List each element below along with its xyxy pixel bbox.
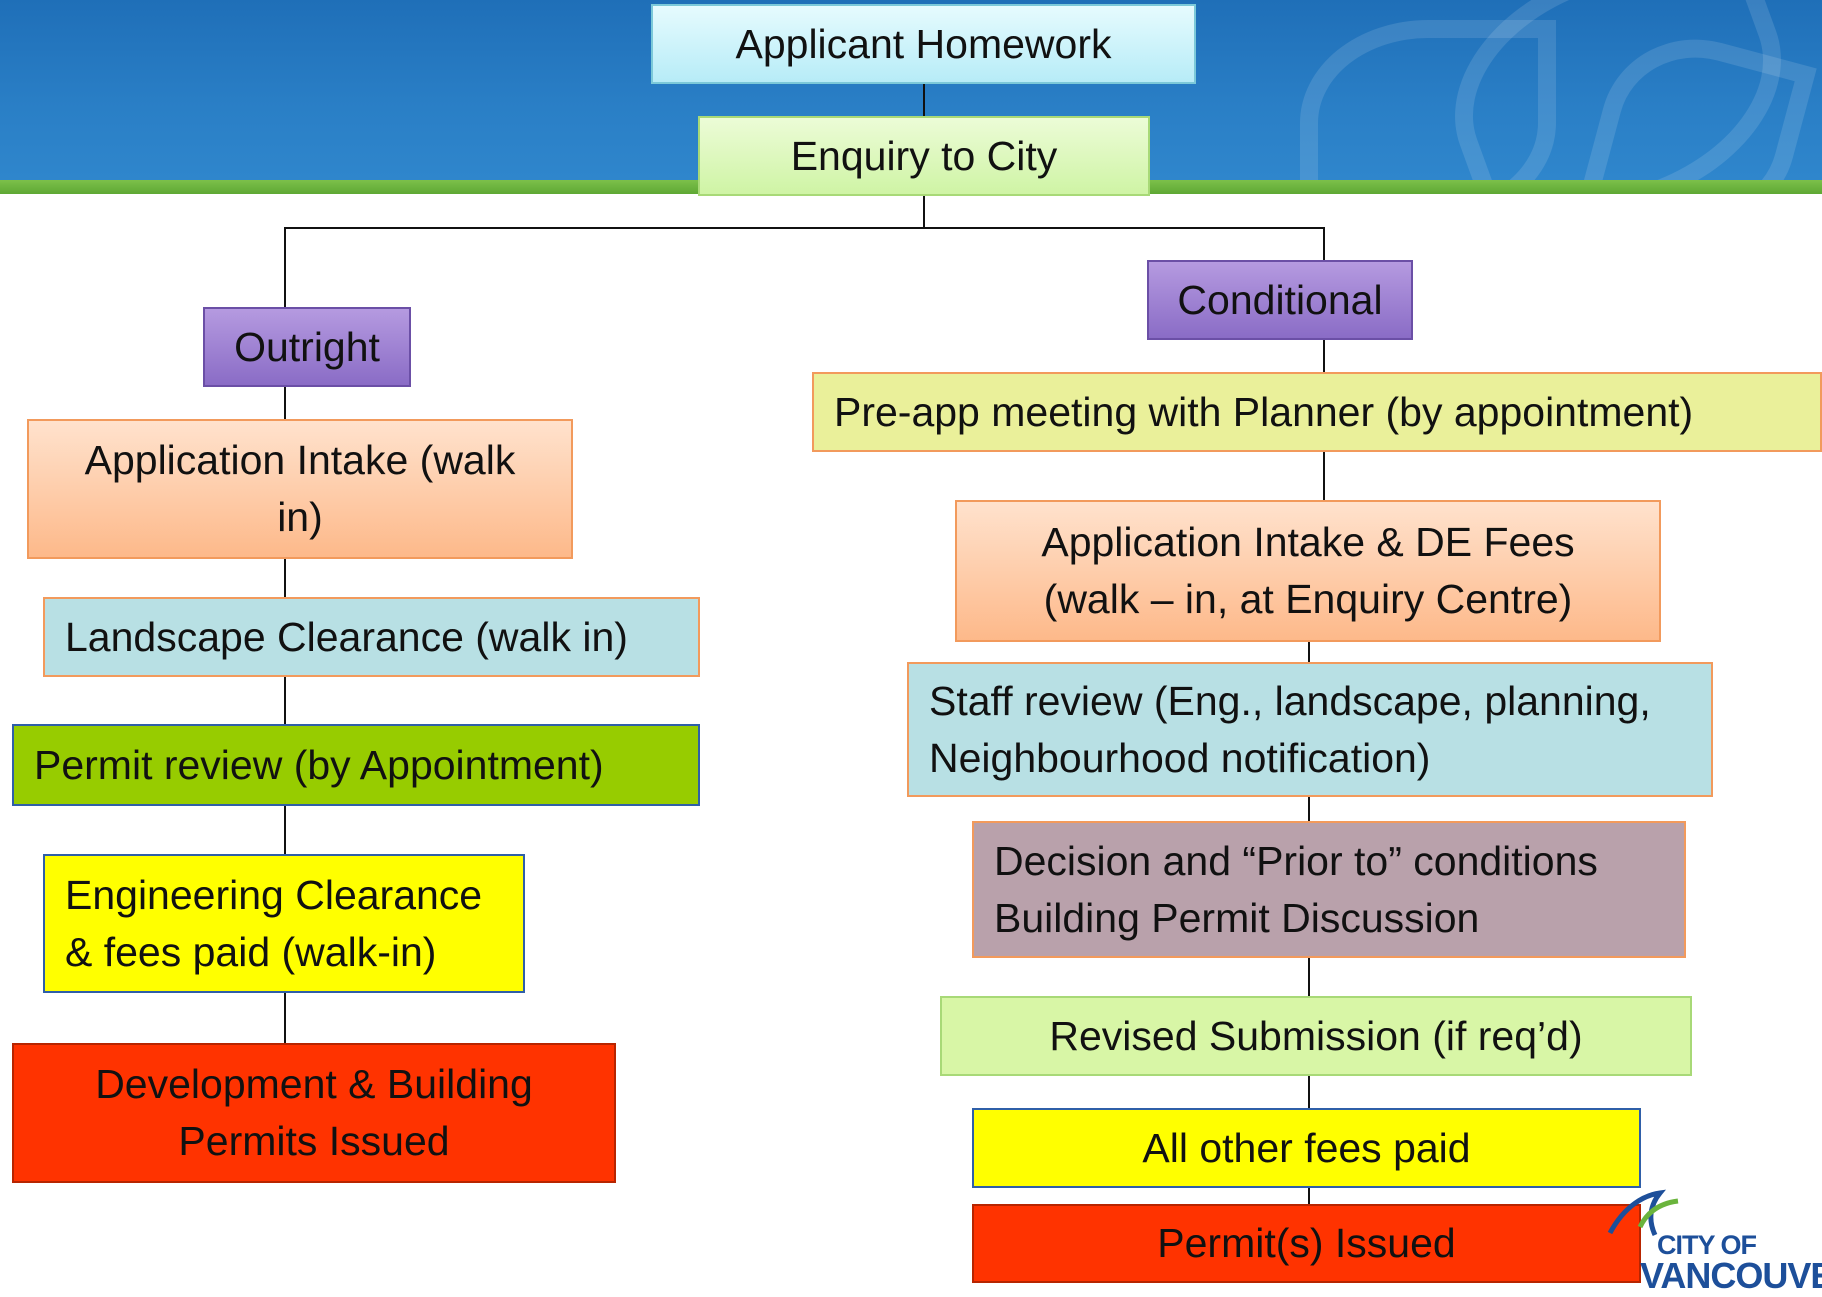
connector xyxy=(923,196,925,228)
preapp-meeting-node: Pre-app meeting with Planner (by appoint… xyxy=(812,372,1822,452)
node-label-line: Permits Issued xyxy=(178,1118,450,1164)
connector xyxy=(1308,1188,1310,1204)
decision-node: Decision and “Prior to” conditions Build… xyxy=(972,821,1686,958)
node-label: Enquiry to City xyxy=(790,132,1058,179)
node-label: Pre-app meeting with Planner (by appoint… xyxy=(834,388,1694,435)
engineering-clearance-node: Engineering Clearance & fees paid (walk-… xyxy=(43,854,525,993)
node-label: Application Intake & DE Fees (walk – in,… xyxy=(1041,514,1574,627)
other-fees-node: All other fees paid xyxy=(972,1108,1641,1188)
node-label: Permit(s) Issued xyxy=(1157,1220,1456,1267)
connector xyxy=(284,559,286,597)
application-intake-walk-in-node: Application Intake (walk in) xyxy=(27,419,573,559)
node-label-line: Neighbourhood notification) xyxy=(929,734,1431,781)
outright-node: Outright xyxy=(203,307,411,387)
connector xyxy=(923,82,925,116)
node-label: Staff review (Eng., landscape, planning,… xyxy=(929,673,1651,786)
node-label-line: Application Intake & DE Fees xyxy=(1041,519,1575,566)
applicant-homework-node: Applicant Homework xyxy=(651,4,1196,84)
landscape-clearance-node: Landscape Clearance (walk in) xyxy=(43,597,700,677)
node-label-line: (walk – in, at Enquiry Centre) xyxy=(1043,576,1573,622)
node-label: Application Intake (walk in) xyxy=(84,437,516,540)
logo-text: VANCOUVER xyxy=(1640,1255,1822,1296)
node-label: Outright xyxy=(234,323,380,370)
node-label: All other fees paid xyxy=(1142,1124,1471,1171)
connector xyxy=(1308,1076,1310,1108)
connector xyxy=(284,227,1324,229)
node-label-line: Staff review (Eng., landscape, planning, xyxy=(929,677,1651,724)
development-building-permits-node: Development & Building Permits Issued xyxy=(12,1043,616,1183)
connector xyxy=(1323,452,1325,500)
connector xyxy=(284,227,286,307)
logo-mark-icon xyxy=(1607,1189,1679,1237)
connector xyxy=(1308,797,1310,821)
node-label: Applicant Homework xyxy=(735,20,1112,67)
node-label: Decision and “Prior to” conditions Build… xyxy=(994,833,1598,946)
node-label-line: Building Permit Discussion xyxy=(994,894,1480,941)
connector xyxy=(284,677,286,724)
revised-submission-node: Revised Submission (if req’d) xyxy=(940,996,1692,1076)
node-label-line: Decision and “Prior to” conditions xyxy=(994,837,1598,884)
connector xyxy=(284,806,286,854)
logo-text: CITY OF xyxy=(1657,1230,1757,1260)
city-logo: CITY OF VANCOUVER xyxy=(1600,1180,1822,1296)
node-label: Engineering Clearance & fees paid (walk-… xyxy=(65,867,482,980)
node-label: Revised Submission (if req’d) xyxy=(1049,1012,1583,1059)
connector xyxy=(1308,642,1310,662)
node-label-line: & fees paid (walk-in) xyxy=(65,928,437,975)
node-label-line: Engineering Clearance xyxy=(65,871,483,918)
connector xyxy=(284,993,286,1043)
node-label: Permit review (by Appointment) xyxy=(34,741,604,788)
node-label-line: Development & Building xyxy=(95,1061,533,1108)
connector xyxy=(284,387,286,419)
connector xyxy=(1323,227,1325,260)
node-label: Landscape Clearance (walk in) xyxy=(65,613,628,660)
connector xyxy=(1323,340,1325,372)
permit-review-node: Permit review (by Appointment) xyxy=(12,724,700,806)
conditional-node: Conditional xyxy=(1147,260,1413,340)
node-label: Conditional xyxy=(1177,276,1383,323)
permits-issued-node: Permit(s) Issued xyxy=(972,1204,1641,1283)
connector xyxy=(1308,958,1310,996)
node-label: Development & Building Permits Issued xyxy=(95,1056,533,1169)
application-intake-de-fees-node: Application Intake & DE Fees (walk – in,… xyxy=(955,500,1661,642)
enquiry-node: Enquiry to City xyxy=(698,116,1150,196)
staff-review-node: Staff review (Eng., landscape, planning,… xyxy=(907,662,1713,797)
